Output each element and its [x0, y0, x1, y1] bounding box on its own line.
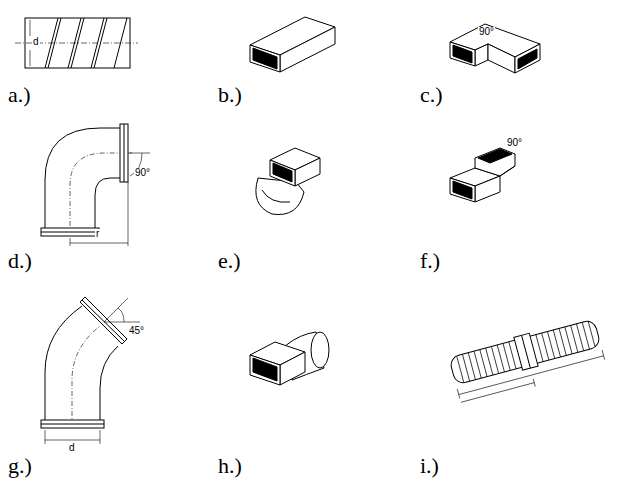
round-elbow-90	[41, 124, 150, 246]
item-letter: g.)	[8, 455, 32, 477]
angle-label: 90°	[478, 27, 495, 37]
rectangular-bend	[450, 24, 540, 73]
item-letter: i.)	[420, 455, 439, 477]
item-letter: h.)	[218, 455, 242, 477]
angle-label: 45°	[128, 326, 145, 336]
rectangular-bend-vertical	[450, 148, 515, 202]
item-letter: a.)	[8, 84, 31, 106]
rect-round-transition	[250, 332, 329, 385]
item-letter: d.)	[8, 250, 32, 272]
item-letter: e.)	[218, 250, 241, 272]
dimension-label: d	[32, 37, 40, 47]
item-letter: b.)	[218, 84, 242, 106]
item-letter: c.)	[420, 84, 443, 106]
rectangular-duct	[250, 17, 335, 72]
dimension-label: d	[68, 443, 76, 453]
item-letter: f.)	[420, 250, 440, 272]
spiral-duct	[15, 18, 138, 68]
flexible-duct	[448, 316, 607, 406]
rect-round-elbow	[256, 148, 320, 215]
round-bend-45	[41, 297, 140, 444]
dimension-label: r	[95, 229, 100, 239]
angle-label: 90°	[506, 138, 523, 148]
angle-label: 90°	[134, 168, 151, 178]
